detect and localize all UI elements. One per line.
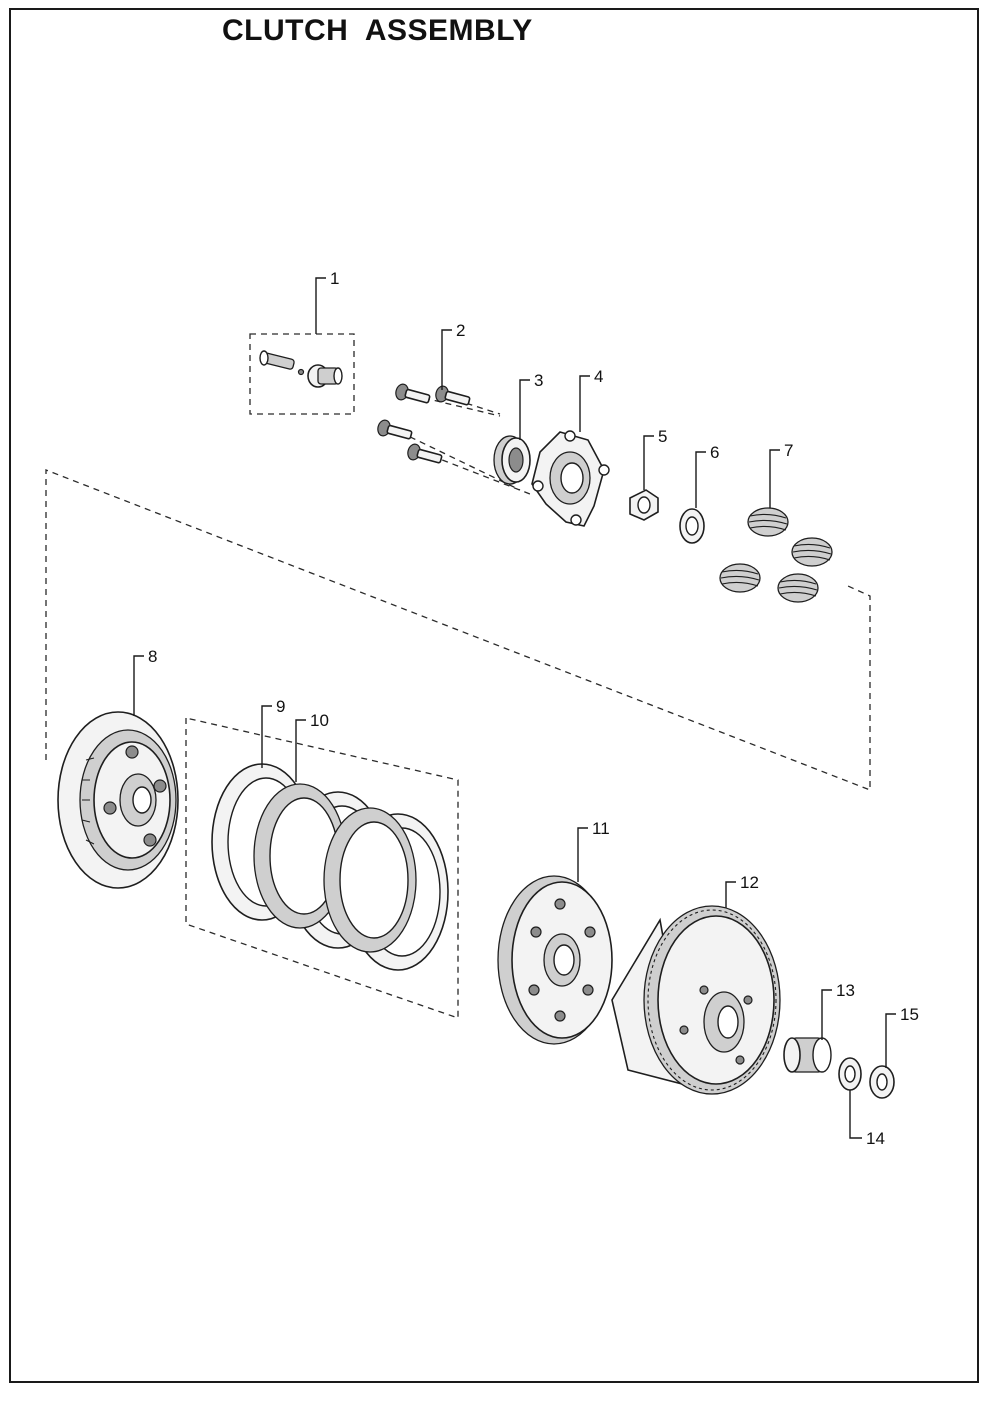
- callout-1: 1: [330, 269, 339, 288]
- callout-3: 3: [534, 371, 543, 390]
- callout-8: 8: [148, 647, 157, 666]
- page-title: CLUTCH ASSEMBLY: [222, 14, 533, 47]
- part-11-clutch-center: [497, 875, 613, 1045]
- part-3-bearing: [493, 435, 531, 485]
- part-2-bolts: [377, 383, 471, 464]
- part-1-push-rod: [259, 350, 343, 388]
- callout-14: 14: [866, 1129, 885, 1148]
- callout-10: 10: [310, 711, 329, 730]
- callout-7: 7: [784, 441, 793, 460]
- drawing-sheet: [9, 8, 979, 1383]
- part-4-lifter-plate: [531, 430, 610, 527]
- part-15-nut: [869, 1065, 895, 1099]
- part-8-pressure-plate: [57, 711, 179, 889]
- callout-11: 11: [592, 819, 610, 838]
- callout-13: 13: [836, 981, 855, 1000]
- part-5-nut: [629, 489, 659, 521]
- part-6-washer: [679, 508, 705, 544]
- callout-leaders: [133, 277, 896, 1139]
- callout-4: 4: [594, 367, 603, 386]
- callout-15: 15: [900, 1005, 919, 1024]
- callout-2: 2: [456, 321, 465, 340]
- part-12-clutch-housing: [611, 905, 781, 1095]
- callout-6: 6: [710, 443, 719, 462]
- callout-labels: 1 2 3 4 5 6 7 8 9 10 11 12 13 14 15: [148, 269, 919, 1148]
- part-10-steel-plates: [253, 783, 417, 953]
- callout-9: 9: [276, 697, 285, 716]
- callout-12: 12: [740, 873, 759, 892]
- callout-5: 5: [658, 427, 667, 446]
- part-7-clutch-springs: [719, 507, 833, 603]
- part-14-lock-washer: [838, 1057, 862, 1091]
- part-13-collar: [783, 1037, 832, 1073]
- assembly-guide-lines: [45, 333, 871, 1019]
